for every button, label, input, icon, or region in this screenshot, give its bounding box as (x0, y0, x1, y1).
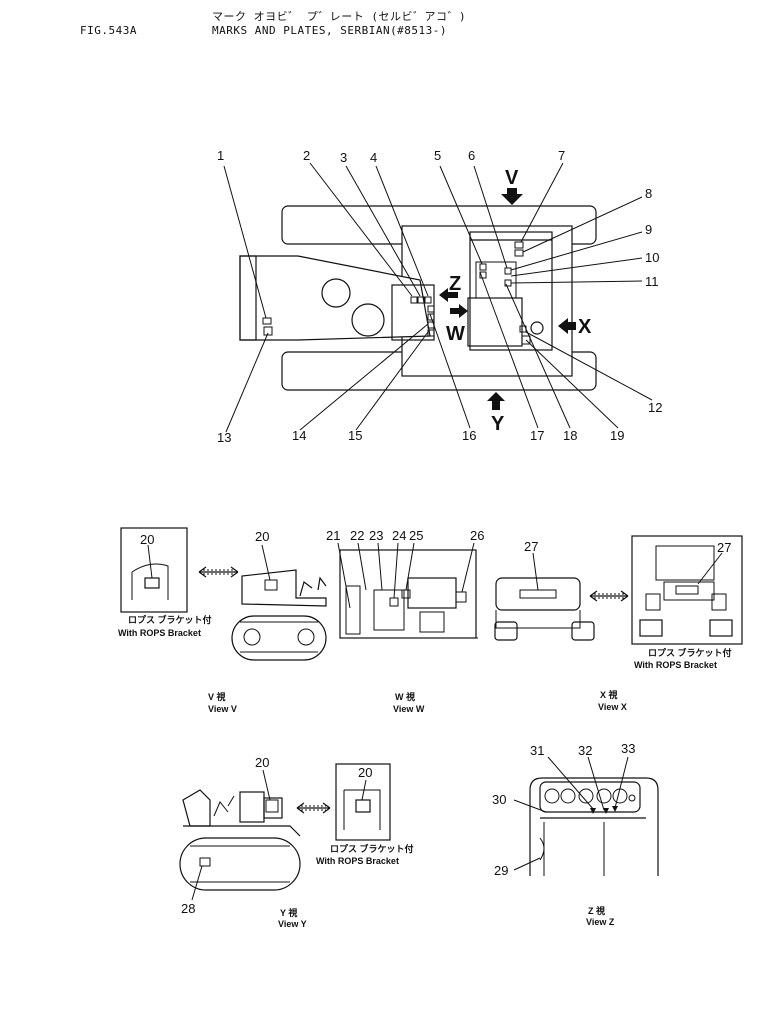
svg-text:W: W (446, 323, 465, 345)
callout-6: 6 (468, 148, 475, 163)
callout-5: 5 (434, 148, 441, 163)
front-circle (321, 278, 351, 308)
rops-label-en-x: With ROPS Bracket (634, 660, 717, 670)
view-arrow-z: Z (439, 273, 461, 302)
callout-26: 26 (470, 528, 484, 543)
svg-text:Y: Y (491, 413, 505, 435)
callout-16: 16 (462, 428, 476, 443)
view-y: 20 28 20 ロプス ブラケット付 With ROPS Bracket (179, 755, 414, 916)
cab-console (467, 297, 523, 347)
view-y-label: View Y (278, 919, 307, 929)
callout-20-v-inset: 20 (140, 532, 154, 547)
view-z-jp: Z 視 (588, 905, 605, 916)
view-w: 21 22 23 24 25 26 (326, 528, 484, 639)
callout-27-x-inset: 27 (717, 540, 731, 555)
figure-number: FIG.543A (80, 24, 137, 37)
callout-8: 8 (645, 186, 652, 201)
view-x-jp: X 視 (600, 689, 618, 700)
rops-label-jp-v: ロプス ブラケット付 (128, 614, 212, 625)
callout-12: 12 (648, 400, 662, 415)
rops-inset-v (120, 527, 188, 613)
callout-32: 32 (578, 743, 592, 758)
view-x-label: View X (598, 702, 627, 712)
callout-13: 13 (217, 430, 231, 445)
view-arrow-y: Y (487, 392, 505, 435)
callout-31: 31 (530, 743, 544, 758)
callout-14: 14 (292, 428, 306, 443)
callout-20-v: 20 (255, 529, 269, 544)
callout-7: 7 (558, 148, 565, 163)
japanese-title: マーク オヨビ゛ プ゛レート (セルビ゛アコ゛) (212, 10, 467, 23)
callout-20-y: 20 (255, 755, 269, 770)
decal-13 (263, 326, 273, 336)
callout-21: 21 (326, 528, 340, 543)
view-w-label: View W (393, 704, 425, 714)
callout-22: 22 (350, 528, 364, 543)
rops-label-jp-y: ロプス ブラケット付 (330, 843, 414, 854)
view-arrow-x: X (558, 316, 592, 338)
view-w-jp: W 視 (395, 691, 415, 702)
view-y-jp: Y 視 (280, 907, 297, 918)
callout-24: 24 (392, 528, 406, 543)
callout-28: 28 (181, 901, 195, 916)
callout-19: 19 (610, 428, 624, 443)
decal-1 (262, 317, 272, 325)
svg-text:X: X (578, 316, 592, 338)
rops-label-en-y: With ROPS Bracket (316, 856, 399, 866)
callout-10: 10 (645, 250, 659, 265)
callout-4: 4 (370, 150, 377, 165)
callout-3: 3 (340, 150, 347, 165)
view-arrow-v: V (501, 167, 523, 205)
callout-33: 33 (621, 741, 635, 756)
rear-circle (351, 303, 385, 337)
callout-30: 30 (492, 792, 506, 807)
callout-29: 29 (494, 863, 508, 878)
machine-plan-view (239, 205, 597, 391)
leader-lines-plan (223, 162, 653, 433)
view-x: 27 27 ロプス ブラケット付 With ROPS Bracket (494, 535, 743, 670)
operator-cab (469, 231, 553, 351)
callout-9: 9 (645, 222, 652, 237)
callout-23: 23 (369, 528, 383, 543)
callout-25: 25 (409, 528, 423, 543)
callout-1: 1 (217, 148, 224, 163)
rops-label-jp-x: ロプス ブラケット付 (648, 647, 732, 658)
view-v-label: View V (208, 704, 237, 714)
callout-18: 18 (563, 428, 577, 443)
callout-11: 11 (645, 274, 659, 289)
svg-text:V: V (505, 167, 519, 189)
callout-2: 2 (303, 148, 310, 163)
view-v-jp: V 視 (208, 691, 226, 702)
rops-inset-y (335, 763, 391, 841)
view-arrow-w: W (446, 304, 468, 345)
rops-label-en-v: With ROPS Bracket (118, 628, 201, 638)
view-v: 20 ロプス ブラケット付 With ROPS Bracket 20 (118, 527, 327, 661)
figure-title: MARKS AND PLATES, SERBIAN(#8513-) (212, 24, 448, 37)
view-z: 31 32 33 30 29 (492, 741, 659, 878)
rops-inset-x (631, 535, 743, 645)
callout-20-y-inset: 20 (358, 765, 372, 780)
callout-27-x: 27 (524, 539, 538, 554)
callout-15: 15 (348, 428, 362, 443)
callout-17: 17 (530, 428, 544, 443)
front-blade (239, 255, 257, 341)
svg-text:Z: Z (449, 273, 461, 295)
view-z-label: View Z (586, 917, 615, 927)
